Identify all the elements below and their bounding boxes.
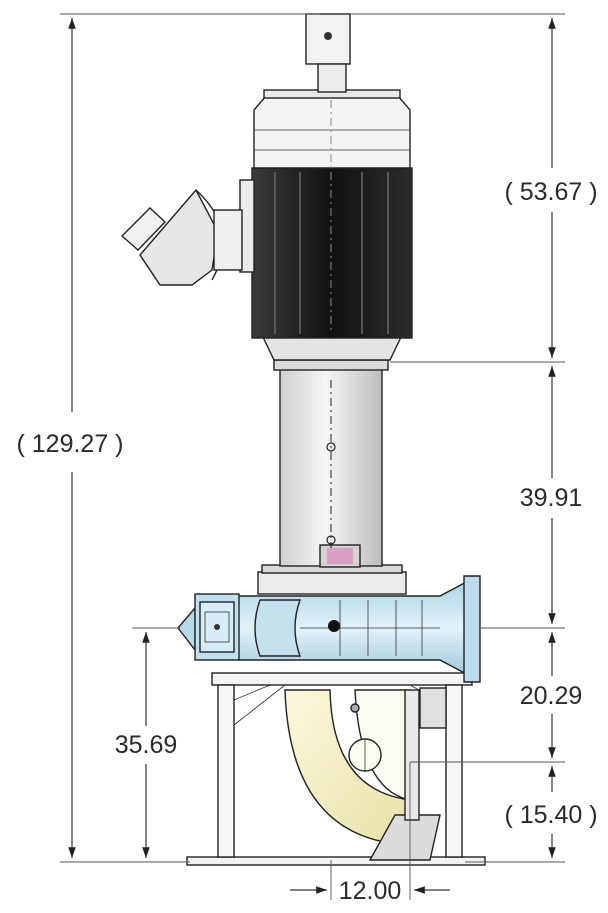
inlet-height-label: ( 15.40 ) [504,801,597,829]
dim-offset [290,762,450,900]
discharge-height-label: 20.29 [520,682,583,710]
offset-label: 12.00 [339,877,402,905]
overall-height-label: ( 129.27 ) [16,430,123,458]
motor-height-label: ( 53.67 ) [504,178,597,206]
base-to-discharge-label: 35.69 [115,731,178,759]
base-stand [186,672,486,866]
dim-base-to-discharge [132,627,180,858]
dim-column-height [480,366,565,629]
dim-discharge-height [410,632,565,763]
suction-elbow [284,687,447,861]
dim-inlet-height [465,766,565,863]
dim-overall-height [60,13,320,863]
dim-motor-height [350,13,565,363]
discharge-head [177,564,481,683]
column-pipe [273,359,389,568]
terminal-box [120,188,243,286]
column-height-label: 39.91 [520,484,583,512]
motor [239,13,413,361]
